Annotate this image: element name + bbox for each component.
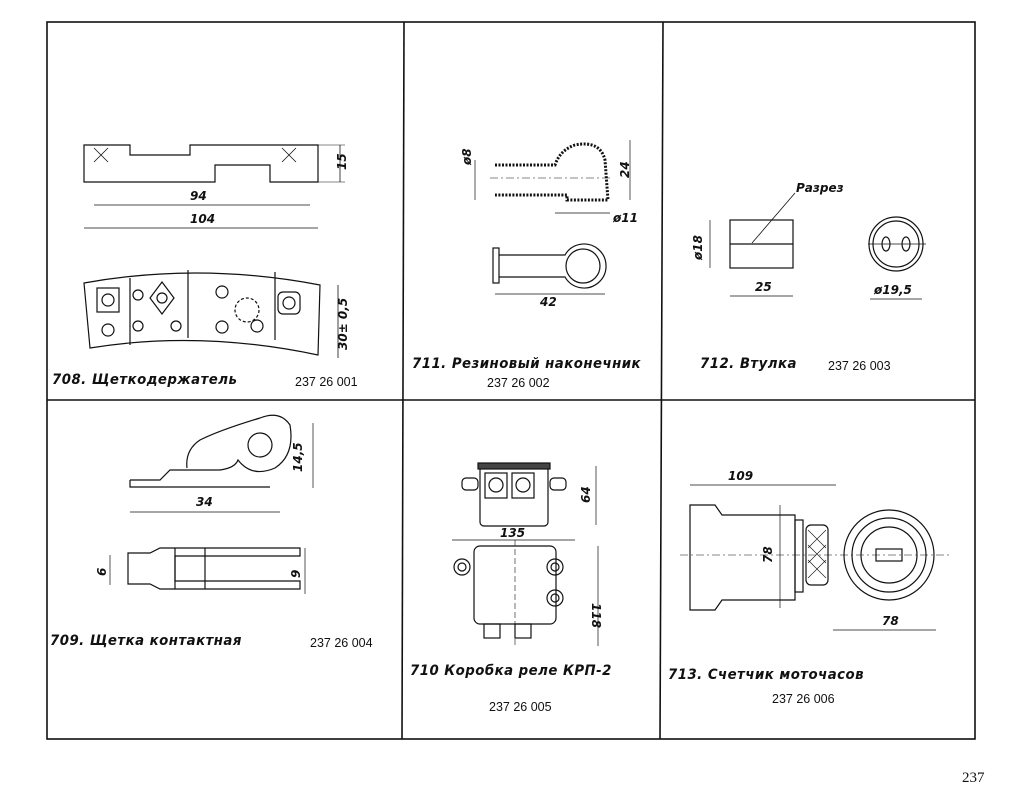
drawing-711-rubber-tip bbox=[474, 140, 631, 295]
dim-14-5: 14,5 bbox=[291, 442, 305, 472]
dim-24: 24 bbox=[618, 161, 632, 178]
item-709-title: 709. Щетка контактная bbox=[50, 633, 242, 649]
item-713-code: 237 26 006 bbox=[772, 692, 835, 706]
section-label: Разрез bbox=[796, 181, 844, 195]
item-711-code: 237 26 002 bbox=[487, 376, 550, 390]
item-710-title: 710 Коробка реле КРП-2 bbox=[410, 663, 612, 679]
drawing-713-hour-meter bbox=[680, 484, 950, 631]
item-709-code: 237 26 004 bbox=[310, 636, 373, 650]
dim-25: 25 bbox=[755, 280, 772, 294]
dim-30: 30± 0,5 bbox=[336, 298, 350, 350]
dim-d19-5: ø19,5 bbox=[873, 283, 912, 297]
item-712-title: 712. Втулка bbox=[700, 356, 797, 372]
dim-78-height: 78 bbox=[761, 546, 775, 563]
item-710-code: 237 26 005 bbox=[489, 700, 552, 714]
dim-34: 34 bbox=[196, 495, 213, 509]
item-713-title: 713. Счетчик моточасов bbox=[668, 667, 865, 683]
dim-d11: ø11 bbox=[612, 211, 638, 225]
dim-d18: ø18 bbox=[691, 235, 705, 261]
dim-15: 15 bbox=[335, 153, 349, 170]
dim-78-diameter: 78 bbox=[882, 614, 899, 628]
dim-6: 6 bbox=[95, 568, 109, 576]
dim-104: 104 bbox=[190, 212, 215, 226]
drawing-712-bushing bbox=[709, 192, 926, 300]
dim-118: 118 bbox=[589, 603, 603, 628]
dim-42: 42 bbox=[539, 295, 557, 309]
dim-135: 135 bbox=[500, 526, 525, 540]
item-712-code: 237 26 003 bbox=[828, 359, 891, 373]
dim-9: 9 bbox=[289, 570, 303, 578]
dim-64: 64 bbox=[579, 486, 593, 503]
drawing-708-brush-holder bbox=[83, 144, 345, 358]
dim-94: 94 bbox=[190, 189, 207, 203]
page-number: 237 bbox=[962, 770, 985, 786]
drawing-709-contact-brush bbox=[109, 414, 314, 594]
dim-109: 109 bbox=[728, 469, 753, 483]
table-grid bbox=[46, 21, 976, 740]
dim-d8: ø8 bbox=[460, 148, 474, 166]
item-711-title: 711. Резиновый наконечник bbox=[412, 356, 642, 372]
drawing-710-relay-box bbox=[452, 462, 599, 646]
item-708-code: 237 26 001 bbox=[295, 375, 358, 389]
item-708-title: 708. Щеткодержатель bbox=[52, 372, 238, 388]
